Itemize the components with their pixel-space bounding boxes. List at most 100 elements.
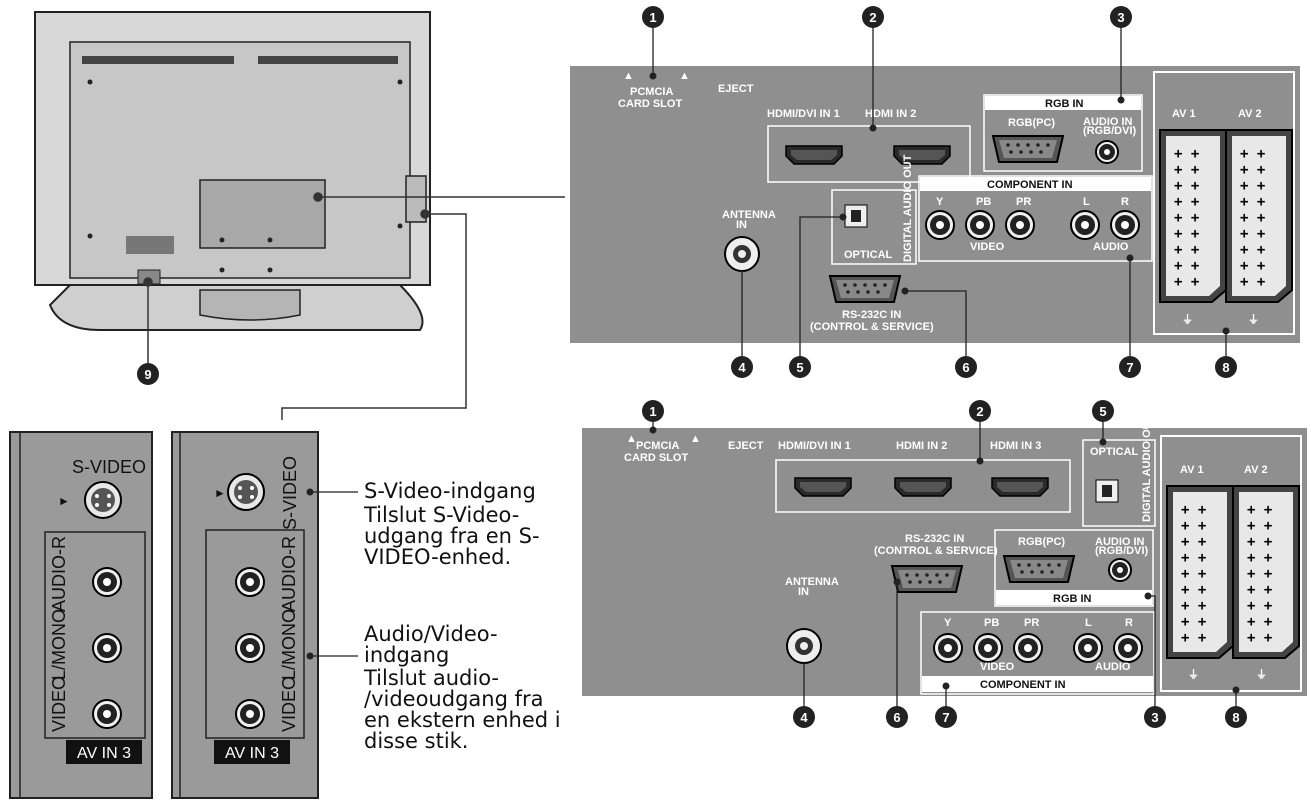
svg-text:►: ► xyxy=(58,494,70,508)
left-video-jack xyxy=(92,699,122,729)
svg-text:2: 2 xyxy=(976,404,983,419)
left-audio-r-jack xyxy=(92,567,122,597)
svg-text:3: 3 xyxy=(1117,10,1124,25)
svg-text:▲: ▲ xyxy=(679,70,690,82)
svg-text:▲: ▲ xyxy=(626,433,637,445)
svg-text:3: 3 xyxy=(1151,710,1158,725)
left-video-label: VIDEO xyxy=(49,676,69,732)
bottom-digital-audio-out-label: DIGITAL AUDIO OUT xyxy=(1141,414,1153,522)
top-comp-pr-label: PR xyxy=(1016,196,1031,208)
top-comp-pr-jack xyxy=(1005,210,1035,240)
svg-text:8: 8 xyxy=(1222,360,1229,375)
top-rgb-in-label: RGB IN xyxy=(1045,98,1084,110)
top-comp-r-jack xyxy=(1110,210,1140,240)
svg-text:⏚: ⏚ xyxy=(1182,313,1193,326)
bottom-av1-label: AV 1 xyxy=(1180,464,1204,476)
top-rs232c-label: RS-232C IN xyxy=(842,309,901,321)
bottom-audio-in-label-2: (RGB/DVI) xyxy=(1095,545,1149,557)
bottom-rs232c-port xyxy=(891,565,963,593)
bottom-audio-label: AUDIO xyxy=(1095,661,1131,673)
bottom-video-label: VIDEO xyxy=(980,661,1015,673)
bottom-pcmcia-label: PCMCIA xyxy=(636,440,679,452)
top-antenna-label-2: IN xyxy=(736,219,747,231)
top-rs232c-label-2: (CONTROL & SERVICE) xyxy=(810,321,934,333)
top-av2-scart xyxy=(1225,129,1293,303)
badge-9: 9 xyxy=(137,363,159,385)
svg-text:6: 6 xyxy=(962,360,969,375)
right-audio-r-jack xyxy=(235,567,265,597)
svg-text:8: 8 xyxy=(1232,710,1239,725)
svg-text:5: 5 xyxy=(1099,404,1106,419)
badge-6-bottom: 6 xyxy=(886,706,908,728)
bottom-hdmi3-label: HDMI IN 3 xyxy=(990,440,1041,452)
top-comp-y-label: Y xyxy=(936,196,944,208)
bottom-comp-r-label: R xyxy=(1125,617,1133,629)
top-video-label: VIDEO xyxy=(970,241,1005,253)
bottom-antenna-label: ANTENNA xyxy=(785,576,839,588)
side-panel-right: S-VIDEO ► AUDIO-R L/MONO VIDEO AV IN 3 xyxy=(171,431,319,799)
bottom-audio-in-jack xyxy=(1108,558,1132,582)
badge-8-bottom: 8 xyxy=(1225,706,1247,728)
badge-1-bottom: 1 xyxy=(642,400,664,422)
top-av2-label: AV 2 xyxy=(1238,108,1262,120)
right-audio-r-label: AUDIO-R xyxy=(279,536,299,612)
s-video-note-title: S-Video-indgang xyxy=(364,479,536,503)
left-s-video-label: S-VIDEO xyxy=(72,457,146,477)
badge-7-bottom: 7 xyxy=(935,706,957,728)
bottom-comp-y-label: Y xyxy=(944,617,952,629)
top-hdmi2-label: HDMI IN 2 xyxy=(865,108,916,120)
badge-3-top: 3 xyxy=(1110,6,1132,28)
svg-text:4: 4 xyxy=(800,710,808,725)
badge-4-top: 4 xyxy=(731,356,753,378)
left-l-mono-label: L/MONO xyxy=(49,609,69,680)
right-l-mono-label: L/MONO xyxy=(279,609,299,680)
top-pcmcia-label-2: CARD SLOT xyxy=(618,98,682,110)
av-note-title: Audio/Video- indgang xyxy=(364,622,498,667)
bottom-comp-pr-jack xyxy=(1013,633,1043,663)
bottom-hdmi1-port xyxy=(794,477,852,497)
bottom-av1-scart xyxy=(1166,485,1234,659)
top-audio-in-label-2: (RGB/DVI) xyxy=(1083,125,1137,137)
top-hdmi1-label: HDMI/DVI IN 1 xyxy=(767,108,840,120)
top-audio-label: AUDIO xyxy=(1093,241,1129,253)
tv-back-illustration xyxy=(34,11,431,331)
bottom-av2-scart xyxy=(1232,485,1300,659)
svg-text:⏚: ⏚ xyxy=(1256,668,1267,681)
top-comp-l-jack xyxy=(1070,210,1100,240)
bottom-pcmcia-label-2: CARD SLOT xyxy=(624,452,688,464)
top-rgb-pc-port xyxy=(992,135,1064,163)
svg-text:1: 1 xyxy=(649,10,656,25)
bottom-antenna-label-2: IN xyxy=(798,586,809,598)
svg-text:5: 5 xyxy=(796,360,803,375)
right-video-label: VIDEO xyxy=(279,676,299,732)
bottom-rgb-in-label: RGB IN xyxy=(1053,593,1092,605)
right-audio-l-jack xyxy=(235,633,265,663)
top-eject-label: EJECT xyxy=(718,83,754,95)
right-video-jack xyxy=(235,699,265,729)
top-antenna-label: ANTENNA xyxy=(722,209,776,221)
bottom-audio-in-label: AUDIO IN xyxy=(1095,536,1145,548)
svg-text:▲: ▲ xyxy=(623,70,634,82)
top-av1-scart xyxy=(1159,129,1227,303)
top-pcmcia-label: PCMCIA xyxy=(630,86,673,98)
bottom-comp-l-label: L xyxy=(1085,617,1092,629)
bottom-rs232c-label: RS-232C IN xyxy=(905,533,964,545)
bottom-hdmi3-port xyxy=(991,477,1049,497)
bottom-optical-label: OPTICAL xyxy=(1090,446,1139,458)
svg-text:⏚: ⏚ xyxy=(1248,313,1259,326)
bottom-comp-l-jack xyxy=(1073,633,1103,663)
right-av-in-label: AV IN 3 xyxy=(225,745,279,762)
top-rgb-pc-label: RGB(PC) xyxy=(1008,117,1055,129)
top-rs232c-port xyxy=(829,275,901,303)
svg-text:4: 4 xyxy=(738,360,746,375)
top-digital-audio-out-label: DIGITAL AUDIO OUT xyxy=(902,154,914,262)
badge-5-top: 5 xyxy=(789,356,811,378)
right-s-video-label: S-VIDEO xyxy=(280,456,300,530)
badge-2-top: 2 xyxy=(862,6,884,28)
svg-text:►: ► xyxy=(214,486,226,500)
badge-7-top: 7 xyxy=(1119,356,1141,378)
bottom-connector-panel: ▲ ▲ PCMCIA CARD SLOT EJECT HDMI/DVI IN 1… xyxy=(582,414,1307,696)
bottom-eject-label: EJECT xyxy=(728,440,764,452)
top-comp-y-jack xyxy=(925,210,955,240)
